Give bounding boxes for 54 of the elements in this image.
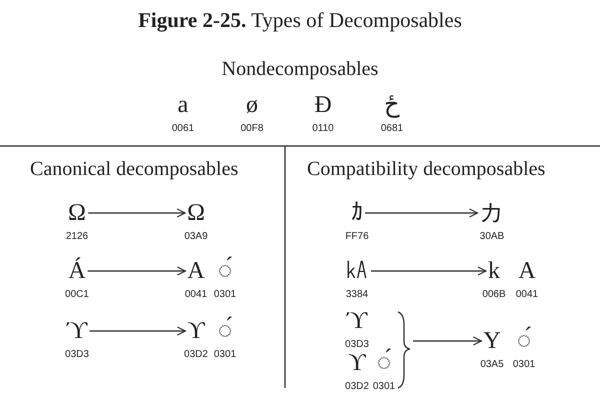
arrow — [88, 266, 186, 276]
code-point: 006B — [482, 289, 506, 300]
arrow — [371, 266, 487, 276]
code-point: 03D3 — [65, 349, 89, 360]
code-point: 0061 — [172, 123, 194, 134]
character-glyph: ◌́ — [218, 318, 232, 344]
arrow — [90, 326, 186, 336]
code-point: 00F8 — [240, 123, 264, 134]
arrow — [365, 208, 478, 218]
character-glyph: ځ — [384, 92, 400, 118]
figure-title: Figure 2-25. Types of Decomposables — [138, 8, 462, 32]
character-glyph: A — [187, 258, 205, 284]
character-glyph: k — [488, 258, 500, 284]
character-glyph: ｶ — [351, 200, 363, 226]
arrow — [88, 208, 186, 218]
section-heading: Canonical decomposables — [30, 158, 238, 180]
character-glyph: ϓ — [66, 318, 88, 344]
character-glyph: ϒ — [348, 350, 366, 376]
code-point: 0041 — [516, 289, 538, 300]
character-glyph: Ω — [68, 200, 86, 226]
code-point: 0301 — [214, 289, 236, 300]
character-glyph: ㎄ — [345, 258, 369, 284]
character-glyph: Đ — [314, 92, 332, 118]
character-glyph: Ω — [187, 200, 205, 226]
code-point: 0301 — [512, 359, 536, 370]
code-point: 03D2 — [345, 381, 369, 392]
character-glyph: ϒ — [187, 318, 205, 344]
character-glyph: ◌́ — [516, 328, 532, 354]
code-point: 3384 — [346, 289, 368, 300]
code-point: 30AB — [480, 231, 504, 242]
character-glyph: Υ — [483, 328, 501, 354]
code-point: 0301 — [372, 381, 396, 392]
code-point: 03D3 — [345, 339, 369, 350]
character-glyph: ø — [246, 92, 258, 118]
code-point: 0301 — [214, 349, 236, 360]
code-point: 0041 — [184, 289, 208, 300]
code-point: 2126 — [66, 231, 88, 242]
code-point: 03A9 — [184, 231, 208, 242]
code-point: 0681 — [380, 123, 404, 134]
code-point: 03D2 — [184, 349, 208, 360]
code-point: 00C1 — [65, 289, 89, 300]
arrow — [413, 336, 482, 346]
section-heading: Compatibility decomposables — [307, 158, 546, 180]
code-point: 03A5 — [480, 359, 504, 370]
character-glyph: ϓ — [346, 308, 368, 334]
section-heading: Nondecomposables — [222, 58, 378, 80]
character-glyph: ◌́ — [376, 350, 392, 376]
character-glyph: カ — [480, 200, 504, 226]
character-glyph: A — [518, 258, 536, 284]
character-glyph: ◌́ — [218, 258, 232, 284]
code-point: FF76 — [345, 231, 369, 242]
code-point: 0110 — [312, 123, 334, 134]
character-glyph: a — [178, 92, 188, 118]
character-glyph: Á — [68, 258, 86, 284]
